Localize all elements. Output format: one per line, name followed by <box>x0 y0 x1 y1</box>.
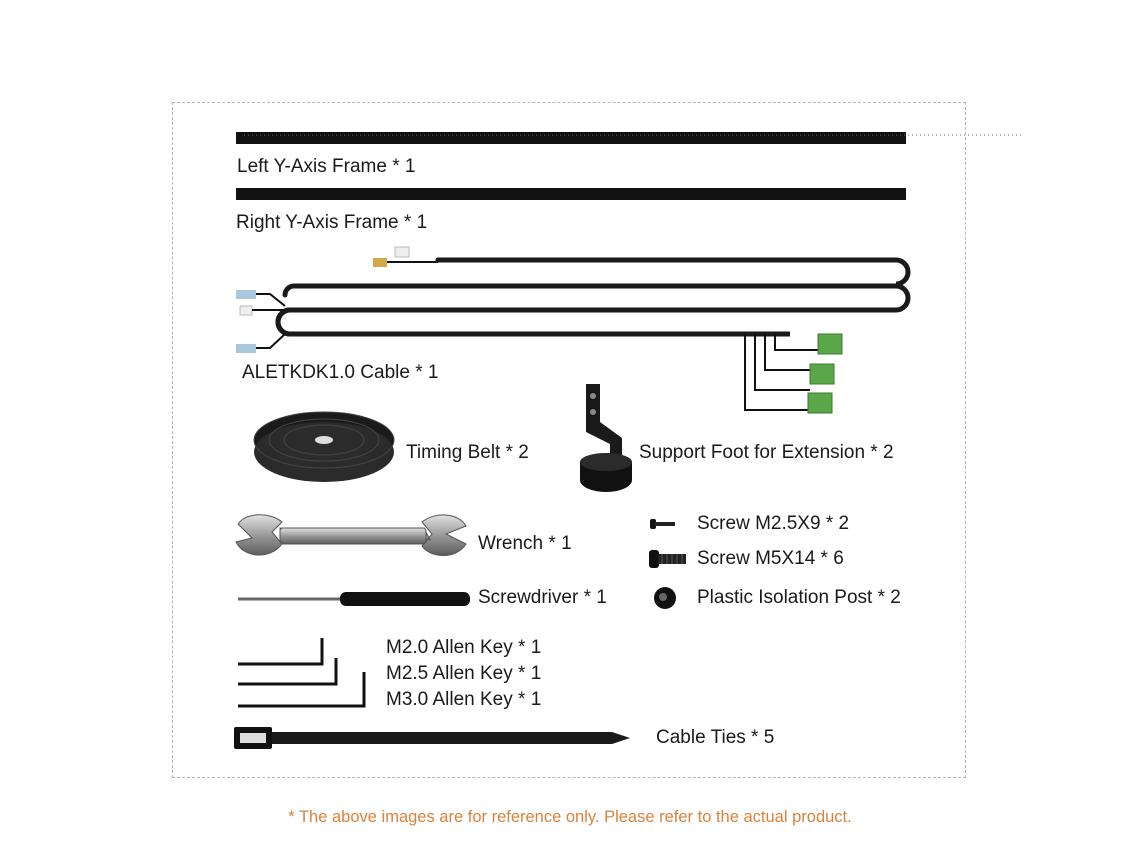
timing-belt-label: Timing Belt * 2 <box>406 442 529 463</box>
screwdriver-label: Screwdriver * 1 <box>478 587 607 608</box>
isolation-post-label: Plastic Isolation Post * 2 <box>697 587 901 608</box>
wrench-label: Wrench * 1 <box>478 533 572 554</box>
left-y-axis-frame-image <box>236 132 1024 144</box>
right-y-axis-frame-image <box>236 188 906 200</box>
timing-belt-image <box>253 411 395 482</box>
right-y-axis-frame-label: Right Y-Axis Frame * 1 <box>236 212 428 233</box>
cable-image <box>236 246 911 414</box>
support-foot-image <box>580 384 632 492</box>
screwdriver-image <box>238 592 470 606</box>
screw-m5-icon <box>649 550 686 568</box>
allen-key-m20-label: M2.0 Allen Key * 1 <box>386 637 542 658</box>
left-y-axis-frame-label: Left Y-Axis Frame * 1 <box>237 156 416 177</box>
isolation-post-icon <box>654 587 676 609</box>
parts-list-frame <box>172 102 966 778</box>
allen-keys-image <box>238 638 366 708</box>
wrench-image <box>235 514 467 556</box>
cable-ties-image <box>234 727 630 749</box>
screw-m25-label: Screw M2.5X9 * 2 <box>697 513 850 534</box>
allen-key-m30-label: M3.0 Allen Key * 1 <box>386 689 542 710</box>
cable-label: ALETKDK1.0 Cable * 1 <box>242 362 439 383</box>
support-foot-label: Support Foot for Extension * 2 <box>639 442 894 463</box>
footnote: * The above images are for reference onl… <box>288 808 852 826</box>
allen-key-m25-label: M2.5 Allen Key * 1 <box>386 663 542 684</box>
screw-m25-icon <box>650 519 675 529</box>
screw-m5-label: Screw M5X14 * 6 <box>697 548 844 569</box>
cable-ties-label: Cable Ties * 5 <box>656 727 775 748</box>
